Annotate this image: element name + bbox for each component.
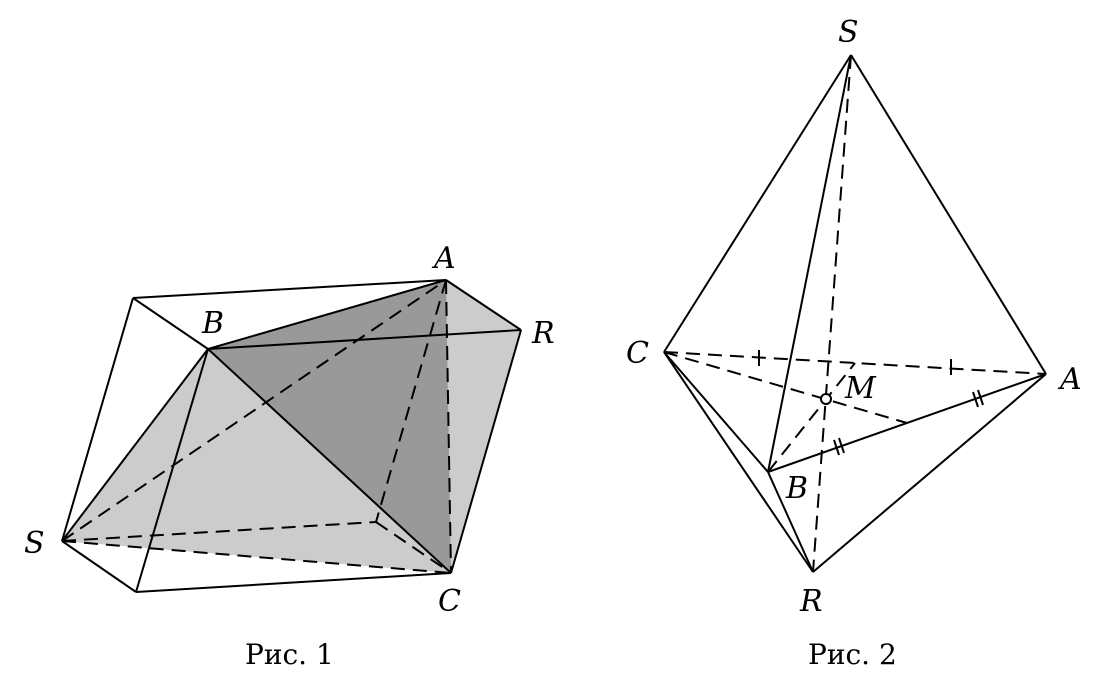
label-A: A (431, 241, 456, 276)
label-B: B (785, 471, 808, 506)
label-C: C (626, 336, 649, 371)
label-A: A (1057, 362, 1082, 397)
dark-face-BAC (208, 280, 451, 573)
hidden-edges (663, 54, 1047, 573)
label-R: R (799, 584, 823, 619)
figure-2: S C A M B R Рис. 2 (626, 15, 1082, 671)
label-B: B (201, 306, 224, 341)
solid-edges (663, 54, 1047, 573)
label-S: S (24, 526, 45, 561)
equal-segment-ticks (758, 350, 984, 456)
figure-1: A B R S C Рис. 1 (24, 241, 555, 671)
label-R: R (531, 316, 555, 351)
label-S: S (838, 15, 859, 50)
figure-2-caption: Рис. 2 (808, 638, 897, 671)
point-M (820, 393, 832, 405)
label-M: M (844, 371, 877, 406)
solid-edges (61, 279, 522, 593)
hidden-edges (61, 279, 452, 574)
figure-1-caption: Рис. 1 (245, 638, 334, 671)
label-C: C (438, 584, 461, 619)
